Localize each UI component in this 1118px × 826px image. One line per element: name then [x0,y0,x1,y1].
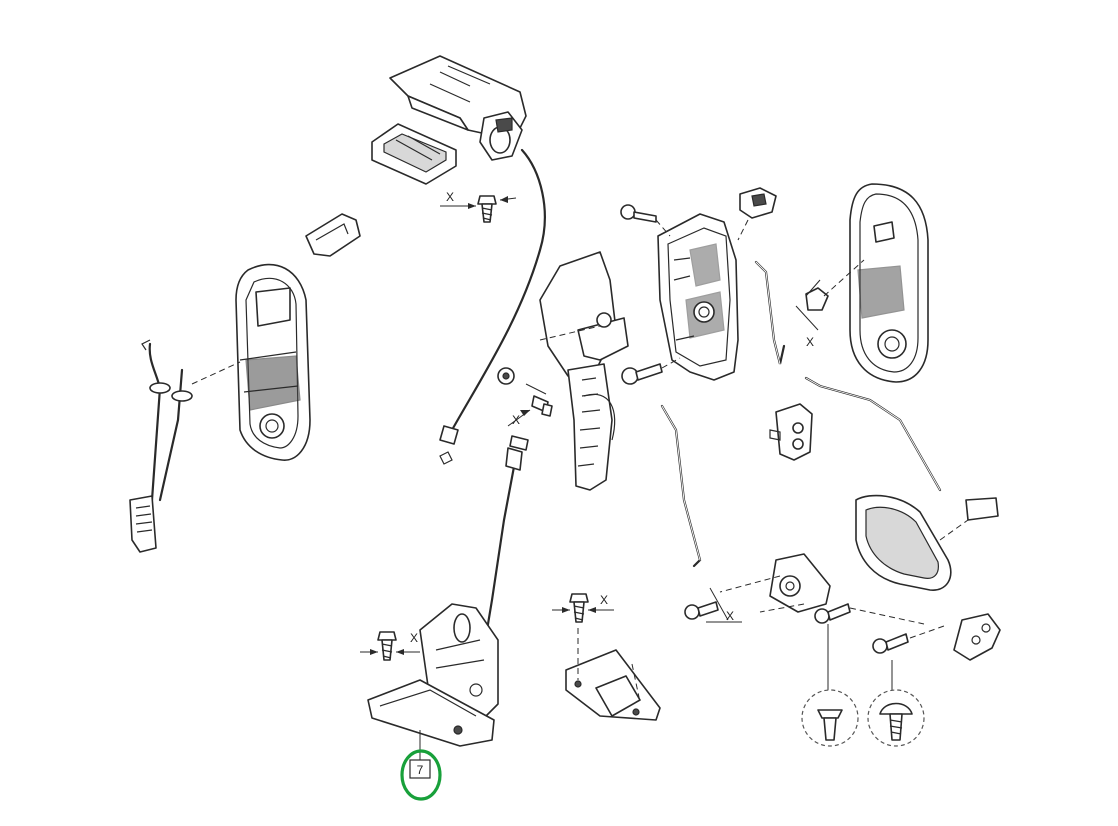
dimension-x-label: X [446,190,454,204]
lower-center-screw [569,593,589,623]
dimension-x-label: X [726,609,734,623]
rear-lock-cable [484,435,529,638]
lock-rods [660,260,942,568]
part-number-label: 7 [417,763,424,777]
lower-center-bracket [565,628,661,721]
part-highlight-circle [400,749,442,801]
rear-lock-screw [377,631,397,661]
rubber-bumper [953,613,1001,661]
handle-screws [497,367,553,417]
striker-screws [684,601,945,654]
small-clip [305,213,361,257]
dimension-x-lower-center: X [552,593,614,613]
dimension-x-label: X [600,593,608,607]
screw-detail-callouts [801,624,925,747]
dimension-x-rear-lock: X [360,631,420,655]
outside-handle-bracket [389,55,527,161]
handle-cover [371,123,457,185]
dimension-x-striker: X [706,587,742,623]
inside-handle [539,251,629,491]
striker-plate [719,553,831,613]
handle-bezel [855,494,999,591]
dimension-x-label: X [512,413,520,427]
right-inner-handle [849,183,929,383]
top-screw [477,195,497,223]
rod-clip [769,403,813,461]
part-number-callout: 7 [400,730,442,801]
door-lock-module [657,213,739,381]
dimension-x-right: X [795,279,821,349]
left-cables [129,339,241,553]
dimension-x-handle: X [507,383,547,427]
right-handle-nut [805,259,865,311]
central-cable [439,148,546,465]
dimension-x-label: X [806,335,814,349]
lock-connector [737,187,777,241]
lock-screws [620,204,681,385]
dimension-x-top: X [440,190,517,209]
dimension-x-label: X [410,631,418,645]
left-handle-assembly [235,263,311,461]
rear-lock-bracket [367,603,499,747]
